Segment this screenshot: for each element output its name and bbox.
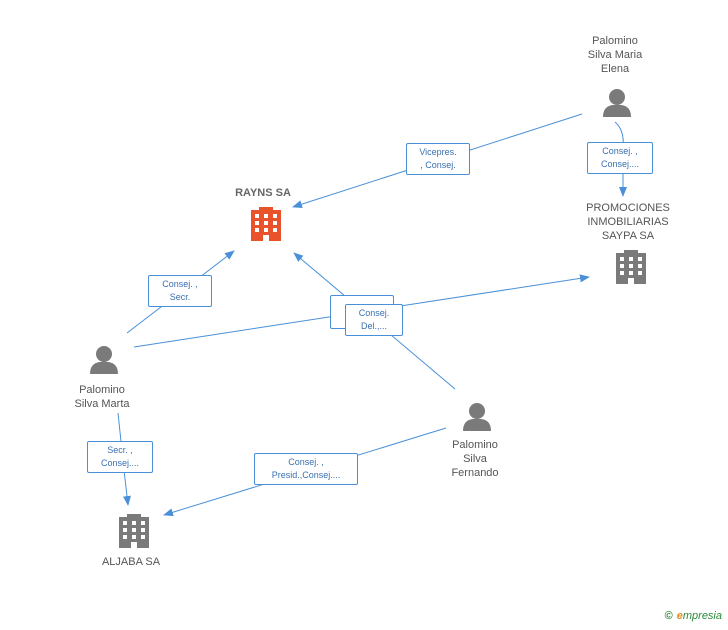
brand-logo-letter: e bbox=[676, 610, 683, 622]
fernando-person-icon[interactable] bbox=[463, 403, 491, 431]
copyright-symbol: © bbox=[664, 610, 673, 622]
edge-label-e1[interactable]: Vicepres. , Consej. bbox=[406, 143, 470, 175]
edge-label-e7[interactable]: Consej. , Presid.,Consej.... bbox=[254, 453, 358, 485]
brand-name: mpresia bbox=[682, 610, 722, 622]
marta-person-icon[interactable] bbox=[90, 346, 118, 374]
edge-label-e3[interactable]: Consej. , Secr. bbox=[148, 275, 212, 307]
promociones-building-icon[interactable] bbox=[616, 250, 646, 284]
aljaba-building-icon[interactable] bbox=[119, 514, 149, 548]
edge-label-e6[interactable]: Secr. , Consej.... bbox=[87, 441, 153, 473]
node-label-promociones[interactable]: PROMOCIONES INMOBILIARIAS SAYPA SA bbox=[586, 202, 670, 242]
main-company-building-icon[interactable] bbox=[251, 207, 281, 241]
node-label-fernando[interactable]: Palomino Silva Fernando bbox=[451, 439, 499, 479]
node-label-marta[interactable]: Palomino Silva Marta bbox=[74, 384, 130, 410]
edge-label-e5[interactable]: Consej. Del.,... bbox=[345, 304, 403, 336]
empresia-brand[interactable]: ©empresia bbox=[665, 610, 722, 622]
node-label-rayns[interactable]: RAYNS SA bbox=[235, 187, 291, 199]
node-label-aljaba[interactable]: ALJABA SA bbox=[101, 556, 161, 568]
node-label-maria-elena[interactable]: Palomino Silva Maria Elena bbox=[587, 35, 643, 75]
maria-elena-person-icon[interactable] bbox=[603, 89, 631, 117]
edge-label-e2[interactable]: Consej. , Consej.... bbox=[587, 142, 653, 174]
